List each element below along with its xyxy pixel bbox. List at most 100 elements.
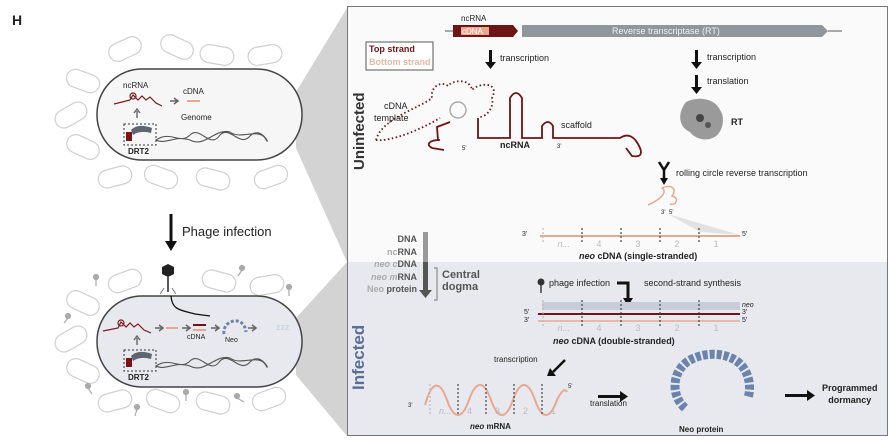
repeat-unit-label: 2 (674, 239, 680, 249)
ds-5prime-left: 5' (524, 309, 530, 316)
neighbor-cells (54, 34, 289, 415)
central-dogma-row: Neo protein (350, 283, 417, 296)
ss-5prime: 5' (742, 231, 748, 238)
ncrna-label-top: ncRNA (123, 81, 149, 90)
transcription-label-2: transcription (707, 52, 757, 62)
hairpin-5prime: 5' (669, 210, 674, 216)
legend-top-strand: Top strand (369, 44, 415, 54)
neo-protein-icon (222, 319, 248, 335)
cdna-template-label-l1: cDNA (384, 101, 408, 111)
dogma-prefix: neo c (373, 259, 398, 269)
rolling-circle-label: rolling circle reverse transcription (676, 168, 808, 178)
ncrna-5prime: 5' (462, 146, 467, 152)
ncrna-glyph-bottom (102, 319, 152, 334)
hairpin-3prime: 3' (661, 210, 666, 216)
phage-infection-label: Phage infection (182, 224, 272, 239)
panel-label: H (12, 12, 23, 28)
ncrna-glyph-top (113, 92, 163, 107)
dogma-term: protein (386, 284, 418, 294)
neo-protein-label: Neo protein (679, 425, 724, 434)
dogma-term: DNA (397, 259, 418, 269)
dogma-prefix: Neo (366, 284, 387, 294)
repeat-unit-label: 1 (713, 323, 719, 333)
free-phages (63, 264, 293, 417)
strand-legend (365, 41, 434, 71)
repeat-unit-label: 4 (596, 239, 602, 249)
ds-5prime-right: 5' (742, 317, 748, 324)
rt-label: RT (731, 117, 743, 127)
cdna-label-top: cDNA (183, 87, 204, 96)
ncrna-label: ncRNA (500, 140, 531, 150)
infected-region (348, 262, 887, 435)
hairpin-cdna (647, 185, 678, 206)
uninfected-cell (96, 68, 303, 161)
repeat-unit-label: 1 (713, 239, 719, 249)
repeat-unit-label: 3 (635, 239, 641, 249)
zoom-wedge-bottom (296, 262, 347, 436)
ss-cdna-label: neo cDNA (single-stranded) (579, 251, 698, 261)
central-dogma-row: neo mRNA (350, 271, 417, 284)
genome-label: Genome (181, 113, 212, 122)
cdna-region (461, 27, 489, 35)
ds-3prime-right: 3' (742, 309, 748, 316)
central-dogma-row: neo cDNA (350, 258, 417, 271)
dogma-term: DNA (397, 234, 418, 244)
dogma-term: RNA (397, 271, 418, 282)
repeat-unit-label: n... (557, 239, 571, 249)
transcription-label-3: transcription (494, 355, 538, 364)
ds-cdna-label: neo cDNA (double-stranded) (553, 336, 675, 346)
sleep-z-icon: zzz (276, 322, 290, 332)
ds-3prime-left: 3' (524, 317, 530, 324)
translation-label-2: translation (590, 399, 627, 408)
repeat-unit-label: 1 (551, 406, 557, 416)
neo-protein-structure (670, 349, 755, 412)
ncrna-3prime: 3' (557, 144, 562, 150)
mrna-label: neo mRNA (470, 422, 511, 431)
central-dogma-bracket (434, 267, 438, 301)
ss-3prime: 3' (522, 231, 528, 238)
repeat-unit-label: n... (557, 323, 571, 333)
rt-gene-label: Reverse transcriptase (RT) (612, 26, 720, 36)
drt2-label-bottom: DRT2 (128, 373, 149, 382)
repeat-unit-label: 2 (523, 406, 529, 416)
genome-dna (154, 130, 268, 143)
repeat-unit-label: 4 (596, 323, 602, 333)
translation-label-1: translation (707, 76, 749, 86)
arrow-right-icon (170, 97, 180, 105)
phage-icon (537, 278, 545, 286)
drt2-label-top: DRT2 (128, 147, 149, 156)
scaffold-label: scaffold (561, 120, 592, 130)
ncrna-protein-icon (126, 132, 132, 141)
dogma-prefix: nc (386, 246, 398, 257)
repeat-unit-label: 2 (674, 323, 680, 333)
rt-protein-icon (131, 125, 152, 135)
legend-bottom-strand: Bottom strand (369, 57, 431, 67)
cell-diagrams: zzz (54, 34, 303, 417)
repeat-unit-label: 4 (467, 406, 473, 416)
repeat-unit-label: 3 (635, 323, 641, 333)
neo-gene-band (542, 302, 740, 310)
arrow-up-icon (133, 107, 141, 118)
transcription-label-1: transcription (500, 53, 550, 63)
neo-gene-label: neo (742, 302, 754, 309)
drt2-box (123, 123, 157, 146)
repeat-unit-label: 3 (495, 406, 501, 416)
neo-label: Neo (225, 337, 238, 344)
attached-phage (159, 264, 211, 317)
central-dogma-row: DNA (350, 233, 418, 246)
repeat-unit-label: n... (439, 406, 452, 416)
rolling-circle-arrow (657, 161, 671, 180)
central-dogma-row: ncRNA (350, 246, 417, 259)
second-strand-label: second-strand synthesis (644, 278, 742, 288)
zoom-wedge-top (296, 8, 347, 262)
phage-infection-step-label: phage infection (549, 278, 611, 288)
locus-cdna-label: cDNA (462, 27, 483, 36)
cdna-template-label-l2: template (374, 113, 409, 123)
infected-cell (96, 295, 303, 388)
dogma-prefix: neo m (370, 271, 398, 282)
mrna-wave (424, 384, 568, 416)
